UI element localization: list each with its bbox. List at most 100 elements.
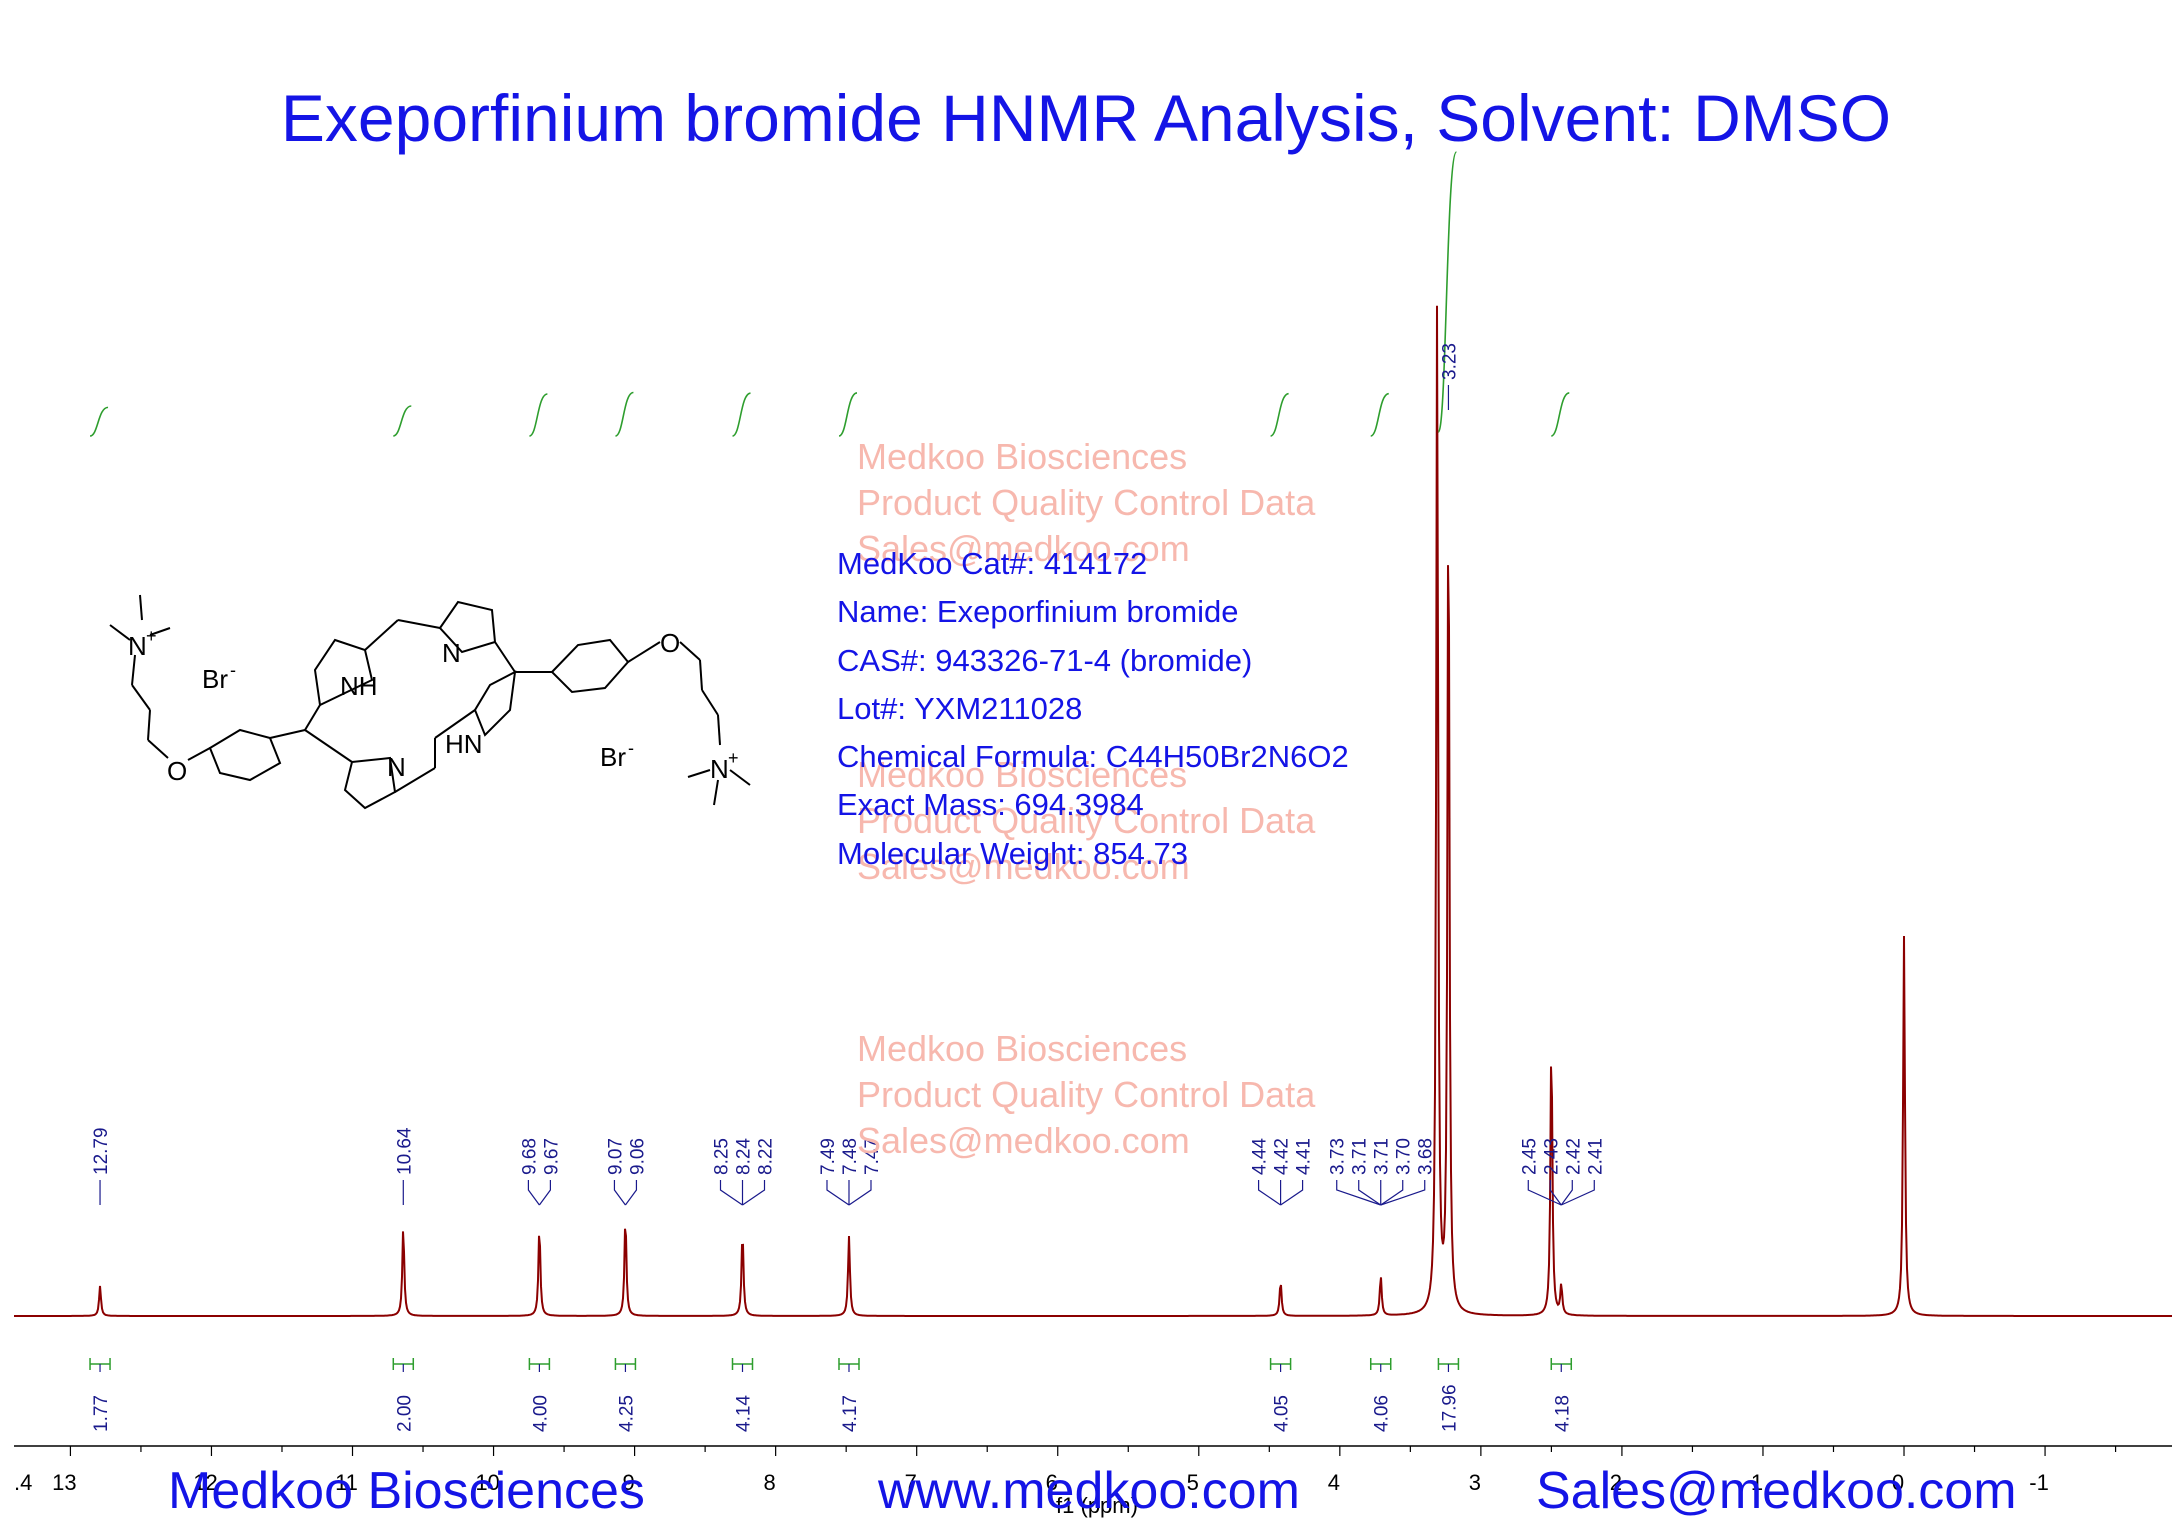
catalog-number: MedKoo Cat#: 414172 [837,546,1148,581]
bond [717,714,721,746]
x-tick-label: 12 [193,1470,217,1495]
peak-label: 9.67 [541,1138,562,1175]
bond [699,659,703,691]
peak-label: 8.25 [712,1138,733,1175]
x-tick-label: 2 [1610,1470,1622,1495]
x-tick-label: .4 [14,1470,32,1495]
bond [434,709,476,739]
peak-label-leader [1380,1180,1404,1206]
compound-name: Name: Exeporfinium bromide [837,594,1239,630]
peak-label-leader [826,1180,850,1206]
peak-label: 3.73 [1328,1138,1349,1175]
bond [187,747,211,761]
hn-bottom-label: HN [445,729,483,759]
watermark-line: Sales@medkoo.com [857,1120,1190,1161]
charge-minus-left: - [230,660,236,680]
x-axis-label: f1 (ppm) [1056,1493,1138,1518]
charge-plus-right: + [728,748,739,768]
peak-label: 10.64 [394,1127,415,1175]
integral-curve [89,406,109,437]
n-top-label: N [442,638,461,668]
peak-label-leader [1560,1180,1573,1206]
x-tick-label: 0 [1892,1470,1904,1495]
spectrum-trace-group [14,305,2172,1317]
peak-label: 2.43 [1541,1138,1562,1175]
bond [687,769,711,778]
watermark-line: Medkoo Biosciences [857,436,1188,477]
bond [627,641,661,663]
bond [364,619,399,651]
peak-label: 12.79 [91,1127,112,1175]
integral-value: 1.77 [91,1395,112,1432]
structure-bonds [109,594,751,810]
integral-curve [1437,151,1458,433]
pyrrole-ring [343,756,397,810]
peak-label-leader [1358,1180,1382,1206]
x-tick-label: 13 [52,1470,76,1495]
integral-value: 4.00 [530,1395,551,1432]
footer-website[interactable]: www.medkoo.com [878,1462,1300,1520]
pyrrole-ring [313,638,374,707]
nh-top-label: NH [340,671,378,701]
footer: Medkoo Biosciences www.medkoo.com Sales@… [0,1455,2172,1525]
o-right-label: O [660,628,680,658]
bond [304,704,321,731]
bond [397,619,441,629]
phenyl-ring-left [208,728,282,782]
integral-curve [838,392,858,437]
peak-label-leader [1257,1180,1281,1206]
bond [131,684,151,711]
x-tick-label: 5 [1187,1470,1199,1495]
bond [269,729,306,739]
nme3-left-label: N [128,631,147,661]
watermark-line: Medkoo Biosciences [857,754,1188,795]
integral-curve [1550,392,1570,437]
watermark-line: Product Quality Control Data [857,800,1316,841]
peak-label: 3.70 [1394,1138,1415,1175]
peak-label: 2.41 [1585,1138,1606,1175]
peak-label: 4.41 [1294,1138,1315,1175]
peak-label-leader [848,1180,872,1206]
peak-label: 7.48 [840,1138,861,1175]
bond [147,709,151,741]
peak-label-leader [624,1180,638,1206]
bond [729,769,751,786]
watermark-line: Medkoo Biosciences [857,1028,1188,1069]
peak-label-leader [1527,1180,1562,1206]
watermark-bottom: Medkoo Biosciences Product Quality Contr… [857,1026,1315,1164]
bond [147,739,169,759]
peak-label: 7.47 [862,1138,883,1175]
peak-label-leader [538,1180,551,1206]
peak-label: 8.22 [756,1138,777,1175]
integral-value: 2.00 [394,1395,415,1432]
charge-plus-left: + [146,626,157,646]
integral-curve [732,392,751,437]
bond [109,624,131,641]
n-bottom-label: N [387,752,406,782]
peak-label: 8.24 [734,1138,755,1175]
peak-label: 4.44 [1250,1138,1271,1175]
bond [701,689,719,716]
x-tick-label: 8 [764,1470,776,1495]
pyrrole-ring [473,670,517,737]
x-tick-label: 9 [622,1470,634,1495]
bond [304,729,353,763]
integral-value: 17.96 [1439,1384,1460,1432]
integral-value: 4.05 [1272,1395,1293,1432]
peak-label-leader [613,1180,626,1206]
chemical-structure: N + Br - NH N HN N O O Br - N + [109,594,751,810]
watermark-line: Product Quality Control Data [857,1074,1316,1115]
x-tick-label: 4 [1328,1470,1340,1495]
bond [139,594,143,621]
integral-curve [614,391,634,437]
chemical-formula: Chemical Formula: C44H50Br2N6O2 [837,739,1349,775]
integral-value: 4.14 [734,1395,755,1432]
phenyl-ring-right [550,638,630,694]
peak-label: 3.71 [1350,1138,1371,1175]
integral-curves [89,151,1570,437]
bond [394,767,436,793]
watermark-line: Sales@medkoo.com [857,846,1190,887]
footer-email[interactable]: Sales@medkoo.com [1536,1462,2017,1520]
